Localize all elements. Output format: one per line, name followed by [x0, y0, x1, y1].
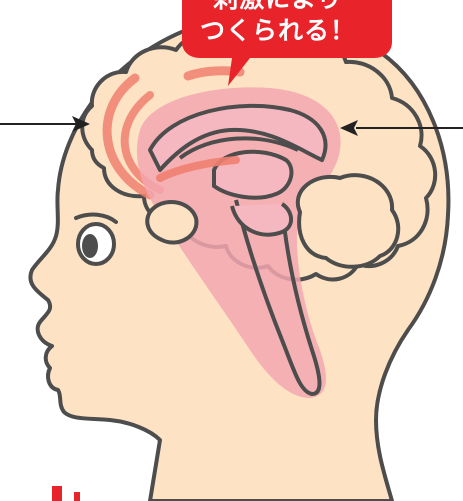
eye-pupil	[82, 234, 98, 258]
cerebellum	[298, 175, 398, 267]
temporal-bump	[147, 202, 196, 243]
bottom-red-mark	[52, 486, 62, 501]
bottom-red-mark-2	[74, 492, 80, 501]
